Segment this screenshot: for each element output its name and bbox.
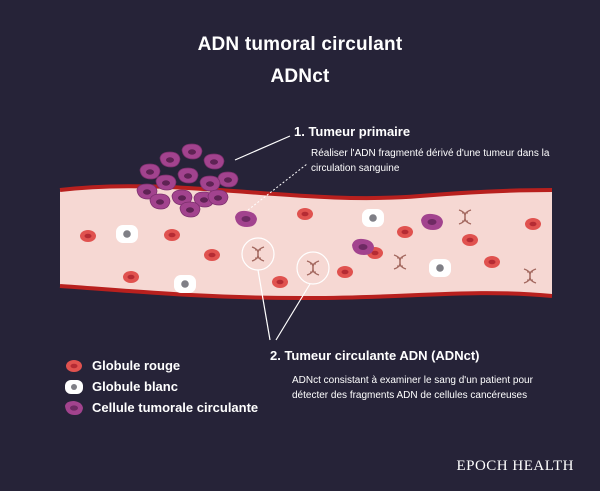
legend-item-red-blood-cell: Globule rouge [64, 355, 258, 376]
red-blood-cell [525, 218, 541, 230]
red-blood-cell [272, 276, 288, 288]
red-blood-cell [164, 229, 180, 241]
white-blood-cell [174, 275, 196, 293]
red-blood-cell-icon [66, 359, 82, 372]
circulating-tumor-description: ADNct consistant à examiner le sang d'un… [292, 375, 533, 401]
white-blood-cell-icon [65, 379, 83, 394]
tumor-cell-icon [65, 400, 83, 415]
primary-tumor-description: Réaliser l'ADN fragmenté dérivé d'une tu… [311, 148, 550, 174]
leader-lines [234, 135, 311, 341]
epoch-health-logo: EPOCH HEALTH [456, 458, 574, 474]
red-blood-cell [484, 256, 500, 268]
red-blood-cell [80, 230, 96, 242]
legend-item-tumor-cell: Cellule tumorale circulante [64, 397, 258, 418]
white-blood-cell [116, 225, 138, 243]
legend-label: Globule rouge [92, 358, 181, 373]
red-blood-cell [204, 249, 220, 261]
legend-label: Globule blanc [92, 379, 178, 394]
red-blood-cell [337, 266, 353, 278]
white-blood-cell [362, 209, 384, 227]
dna-highlight-circle [296, 251, 330, 285]
red-blood-cell [397, 226, 413, 238]
white-blood-cell [429, 259, 451, 277]
primary-tumor-heading: 1. Tumeur primaire [294, 124, 411, 139]
legend: Globule rouge Globule blanc Cellule tumo… [64, 355, 258, 418]
legend-item-white-blood-cell: Globule blanc [64, 376, 258, 397]
legend-label: Cellule tumorale circulante [92, 400, 259, 415]
red-blood-cell [462, 234, 478, 246]
red-blood-cell [123, 271, 139, 283]
title-line-2: ADNct [270, 66, 330, 87]
red-blood-cell [297, 208, 313, 220]
circulating-tumor-heading: 2. Tumeur circulante ADN (ADNct) [270, 348, 480, 363]
title-line-1: ADN tumoral circulant [197, 34, 403, 55]
